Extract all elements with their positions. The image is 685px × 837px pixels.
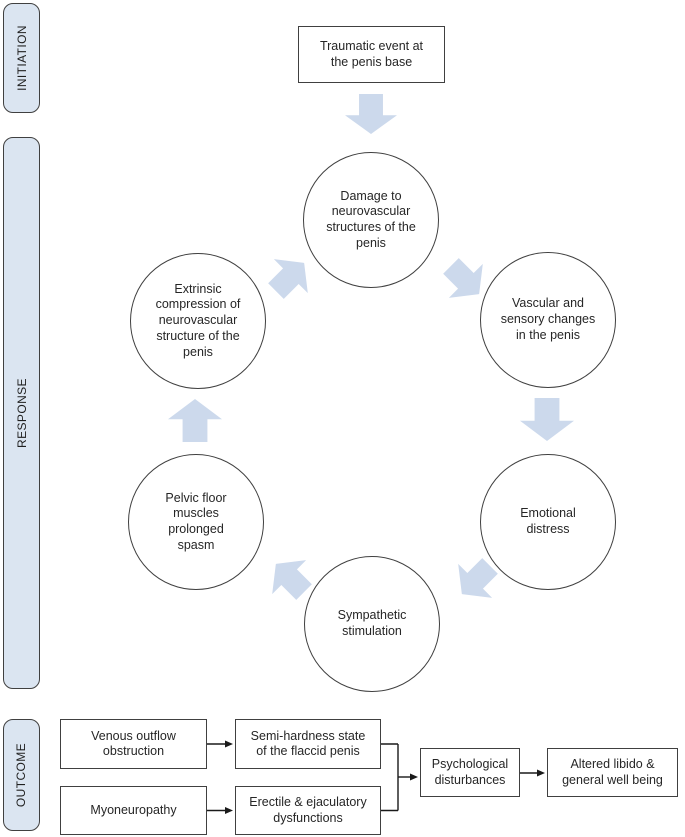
cycle-arrow-down-icon xyxy=(520,398,574,441)
outcome-box-altered-libido: Altered libido & general well being xyxy=(547,748,678,797)
cycle-node-pelvic: Pelvic floor muscles prolonged spasm xyxy=(128,454,264,590)
stage-label-response: RESPONSE xyxy=(3,137,40,689)
trigger-box-text: Traumatic event at the penis base xyxy=(319,39,424,69)
outcome-box-myoneuropathy: Myoneuropathy xyxy=(60,786,207,835)
arrow-down-icon xyxy=(345,94,397,134)
cycle-node-sympathetic-text: Sympathetic stimulation xyxy=(337,608,407,638)
cycle-node-damage: Damage to neurovascular structures of th… xyxy=(303,152,439,288)
cycle-node-emotional: Emotional distress xyxy=(480,454,616,590)
outcome-box-venous: Venous outflow obstruction xyxy=(60,719,207,769)
outcome-box-psychological-text: Psychological disturbances xyxy=(431,757,509,787)
cycle-node-vascular: Vascular and sensory changes in the peni… xyxy=(480,252,616,388)
cycle-node-extrinsic: Extrinsic compression of neurovascular s… xyxy=(130,253,266,389)
outcome-box-erectile-text: Erectile & ejaculatory dysfunctions xyxy=(249,795,367,825)
cycle-arrow-up-icon xyxy=(168,399,222,442)
cycle-node-pelvic-text: Pelvic floor muscles prolonged spasm xyxy=(165,490,227,552)
outcome-box-psychological: Psychological disturbances xyxy=(420,748,520,797)
cycle-node-emotional-text: Emotional distress xyxy=(520,506,576,536)
stage-label-initiation-text: INITIATION xyxy=(14,25,29,91)
outcome-box-erectile: Erectile & ejaculatory dysfunctions xyxy=(235,786,381,835)
cycle-arrow-up-right-icon xyxy=(259,246,321,308)
cycle-node-vascular-text: Vascular and sensory changes in the peni… xyxy=(500,296,596,342)
outcome-box-venous-text: Venous outflow obstruction xyxy=(91,728,176,759)
cycle-node-damage-text: Damage to neurovascular structures of th… xyxy=(326,188,416,250)
stage-label-outcome: OUTCOME xyxy=(3,719,40,831)
trigger-box: Traumatic event at the penis base xyxy=(298,26,445,83)
stage-label-initiation: INITIATION xyxy=(3,3,40,113)
outcome-box-altered-libido-text: Altered libido & general well being xyxy=(562,757,663,787)
cycle-node-sympathetic: Sympathetic stimulation xyxy=(304,556,440,692)
stage-label-outcome-text: OUTCOME xyxy=(14,742,29,808)
outcome-box-semi-hardness: Semi-hardness state of the flaccid penis xyxy=(235,719,381,769)
junction-lines xyxy=(381,743,399,812)
cycle-node-extrinsic-text: Extrinsic compression of neurovascular s… xyxy=(155,281,241,359)
outcome-box-myoneuropathy-text: Myoneuropathy xyxy=(90,802,177,817)
stage-label-response-text: RESPONSE xyxy=(14,378,29,448)
outcome-box-semi-hardness-text: Semi-hardness state of the flaccid penis xyxy=(250,728,366,759)
